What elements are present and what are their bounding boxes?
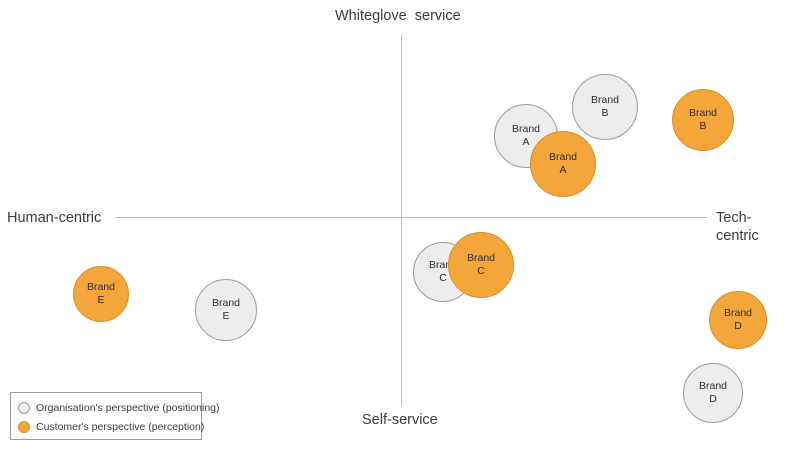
vertical-axis-line <box>401 35 402 406</box>
axis-label-left: Human-centric <box>7 210 102 226</box>
bubble-letter: E <box>97 294 105 306</box>
legend-swatch-organisation-icon <box>18 401 30 414</box>
bubble-letter: B <box>699 120 707 132</box>
legend-swatch-customer-icon <box>18 420 30 433</box>
bubble-label: Brand <box>548 151 578 163</box>
axis-label-top: Whiteglove service <box>335 8 461 24</box>
bubble-label: Brand <box>688 107 718 119</box>
bubble-label: Brand <box>511 123 541 135</box>
bubble-label: Brand <box>723 307 753 319</box>
axis-label-right: Tech-centric <box>716 210 759 244</box>
bubble-letter: D <box>709 393 717 405</box>
bubble-letter: D <box>734 320 742 332</box>
legend: Organisation's perspective (positioning)… <box>10 392 220 440</box>
horizontal-axis-line <box>115 217 707 218</box>
legend-label-organisation: Organisation's perspective (positioning) <box>36 401 220 414</box>
bubble-letter: A <box>559 164 567 176</box>
bubble-letter: B <box>601 107 609 119</box>
bubble-letter: E <box>222 310 230 322</box>
legend-label-customer: Customer's perspective (perception) <box>36 420 205 433</box>
bubble-label: Brand <box>590 94 620 106</box>
bubble-letter: C <box>439 272 447 284</box>
axis-label-bottom: Self-service <box>362 412 438 428</box>
bubble-label: Brand <box>211 297 241 309</box>
legend-item-organisation: Organisation's perspective (positioning) <box>18 398 220 417</box>
bubble-label: Brand <box>466 252 496 264</box>
bubble-letter: A <box>522 136 530 148</box>
bubble-label: Brand <box>698 380 728 392</box>
bubble-label: Brand <box>86 281 116 293</box>
bubble-letter: C <box>477 265 485 277</box>
legend-item-customer: Customer's perspective (perception) <box>18 417 204 436</box>
